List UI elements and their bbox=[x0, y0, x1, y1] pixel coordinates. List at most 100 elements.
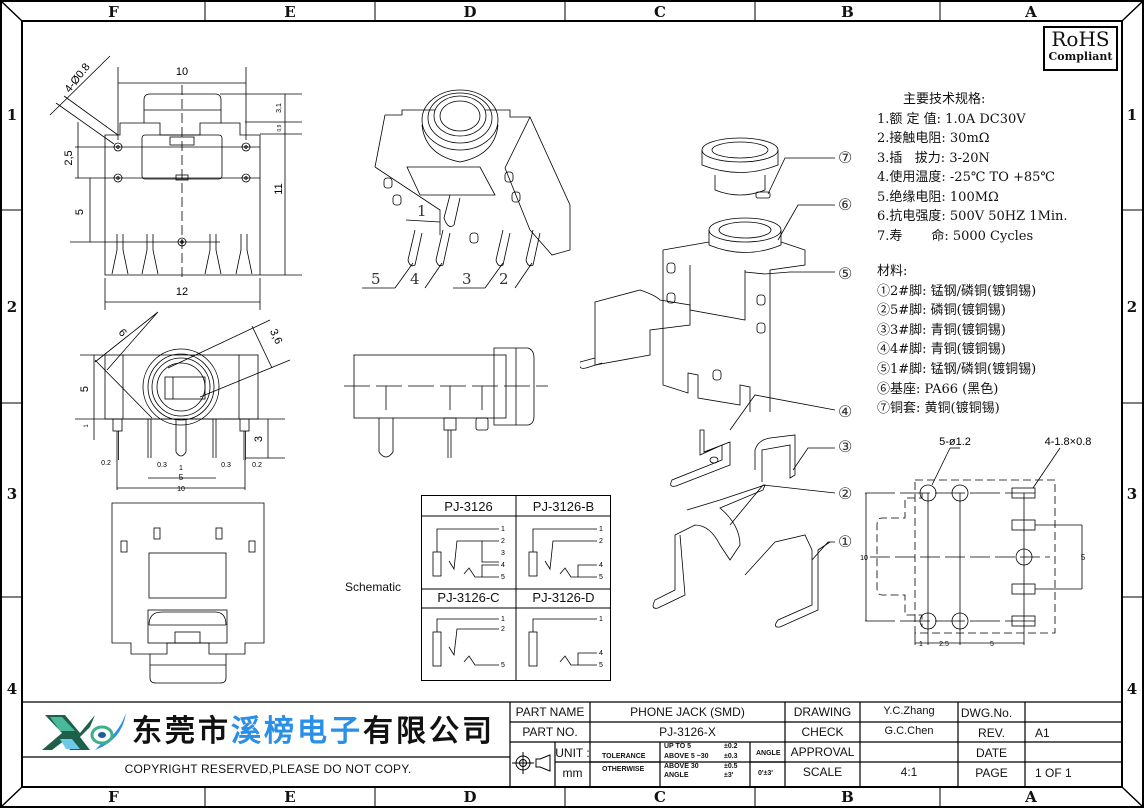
footprint-dim-5b: 5 bbox=[990, 641, 994, 648]
tolerance-range: ABOVE 30 bbox=[664, 763, 699, 770]
footprint-dim-2-5: 2.5 bbox=[939, 641, 949, 648]
side-view-drawing bbox=[344, 347, 548, 458]
zone-col-a-bottom: A bbox=[1025, 788, 1037, 806]
unit-value: mm bbox=[562, 766, 583, 780]
dim-front-3: 3 bbox=[253, 436, 265, 442]
zone-row-1-left: 1 bbox=[6, 106, 18, 124]
iso-pin-label-1: 1 bbox=[417, 202, 427, 220]
schematic-variant-title: PJ-3126-B bbox=[532, 499, 595, 514]
tolerance-label-2: OTHERWISE bbox=[602, 766, 645, 773]
dim-0-9: 0,9 bbox=[277, 124, 283, 131]
zone-col-e-bottom: E bbox=[284, 788, 296, 806]
zone-row-4-right: 4 bbox=[1126, 680, 1138, 698]
dim-holes: 4-Ø0.8 bbox=[63, 61, 93, 95]
tolerance-range: UP TO 5 bbox=[664, 743, 691, 750]
dim-0-3-left: 0.3 bbox=[157, 462, 167, 469]
dim-width-top: 10 bbox=[176, 66, 188, 78]
iso-pin-label-5: 5 bbox=[371, 270, 381, 288]
dim-pin-1: 1 bbox=[179, 465, 183, 472]
date-label: DATE bbox=[975, 746, 1008, 760]
page-label: PAGE bbox=[975, 766, 1008, 780]
zone-col-a-top: A bbox=[1025, 3, 1037, 21]
iso-pin-label-4: 4 bbox=[410, 270, 420, 288]
zone-col-e-top: E bbox=[284, 3, 296, 21]
copyright-notice: COPYRIGHT RESERVED,PLEASE DO NOT COPY. bbox=[124, 762, 412, 776]
callout-5: ⑤ bbox=[838, 264, 853, 283]
rev-value: A1 bbox=[1035, 726, 1050, 740]
tolerance-value: ±3' bbox=[724, 772, 734, 779]
material-item: ②5#脚: 磷铜(镀铜锡) bbox=[877, 303, 1006, 319]
sch-a-pin5: 5 bbox=[501, 574, 505, 581]
zone-row-2-right: 2 bbox=[1126, 298, 1138, 316]
callout-4: ④ bbox=[838, 402, 853, 421]
spec-item: 5.绝缘电阻: 100MΩ bbox=[877, 189, 999, 205]
sch-a-pin2: 2 bbox=[501, 538, 505, 545]
sch-c-pin5: 5 bbox=[501, 662, 505, 669]
schematic-variant-title: PJ-3126-C bbox=[437, 590, 500, 605]
pcb-footprint: 5-ø1.2 4-1.8×0.8 10 5 1 2.5 5 bbox=[860, 436, 1091, 648]
sch-a-pin1: 1 bbox=[501, 526, 505, 533]
tolerance-range: ANGLE bbox=[664, 772, 689, 779]
callout-1: ① bbox=[838, 532, 853, 551]
schematic-pj-3126 bbox=[432, 528, 499, 578]
zone-col-b-top: B bbox=[841, 3, 854, 21]
sch-d-pin5: 5 bbox=[599, 662, 603, 669]
dim-height-11: 11 bbox=[273, 183, 285, 194]
sch-c-pin1: 1 bbox=[501, 616, 505, 623]
check-value: G.C.Chen bbox=[884, 725, 934, 737]
schematic-variant-title: PJ-3126-D bbox=[532, 590, 595, 605]
rohs-badge: RoHS Compliant bbox=[1043, 26, 1118, 71]
schematic-pj-3126-d bbox=[528, 618, 597, 667]
footprint-dim-1: 1 bbox=[919, 641, 923, 648]
top-sleeve bbox=[143, 93, 222, 123]
callout-3: ③ bbox=[838, 437, 853, 456]
materials-title: 材料: bbox=[877, 264, 908, 279]
callout-7: ⑦ bbox=[838, 148, 853, 167]
dim-front-1: 1 bbox=[84, 424, 90, 428]
schematic-label: Schematic bbox=[345, 580, 402, 594]
footprint-dim-10: 10 bbox=[860, 555, 868, 562]
scale-label: SCALE bbox=[802, 765, 843, 779]
part-no-label: PART NO. bbox=[522, 725, 578, 739]
dim-span-10: 10 bbox=[177, 486, 185, 493]
iso-pin-label-2: 2 bbox=[499, 270, 509, 288]
top-pins bbox=[111, 234, 253, 275]
front-view-drawing: 6 3,6 5 1 3 0.2 0.3 1 0.3 0.2 5 10 bbox=[75, 311, 291, 493]
dim-0-3-right: 0.3 bbox=[221, 462, 231, 469]
company-logo bbox=[42, 713, 126, 750]
drawing-label: DRAWING bbox=[793, 705, 852, 719]
isometric-view bbox=[362, 89, 571, 289]
unit-label: UNIT : bbox=[555, 746, 590, 760]
materials-list: 材料: ①2#脚: 锰钢/磷铜(镀铜锡) ②5#脚: 磷铜(镀铜锡) ③3#脚:… bbox=[877, 262, 1036, 419]
zone-col-f-top: F bbox=[108, 3, 119, 21]
zone-row-3-left: 3 bbox=[6, 485, 18, 503]
sch-b-pin1: 1 bbox=[599, 526, 603, 533]
iso-pin-label-3: 3 bbox=[462, 270, 472, 288]
spec-item: 7.寿 命: 5000 Cycles bbox=[877, 228, 1034, 244]
approval-label: APPROVAL bbox=[790, 745, 855, 759]
dim-6: 6 bbox=[116, 327, 129, 340]
top-body-outline bbox=[104, 122, 261, 276]
tolerance-label-1: TOLERANCE bbox=[602, 753, 646, 760]
company-name: 东莞市溪榜电子有限公司 bbox=[132, 706, 495, 750]
zone-col-c-bottom: C bbox=[654, 788, 666, 806]
angle-value: 0'±3' bbox=[758, 770, 773, 777]
check-label: CHECK bbox=[801, 725, 844, 739]
rev-label: REV. bbox=[978, 726, 1005, 740]
schematic-table: 1 2 3 4 5 1 2 4 5 1 2 5 1 4 5 bbox=[421, 495, 611, 681]
material-item: ⑤1#脚: 锰钢/磷铜(镀铜锡) bbox=[877, 361, 1037, 377]
zone-row-1-right: 1 bbox=[1126, 106, 1138, 124]
zone-row-4-left: 4 bbox=[6, 680, 18, 698]
spec-item: 2.接触电阻: 30mΩ bbox=[877, 131, 990, 146]
spec-item: 3.插 拔力: 3-20N bbox=[877, 150, 990, 166]
dim-2-5: 2,5 bbox=[63, 150, 75, 165]
material-item: ③3#脚: 青铜(镀铜锡) bbox=[877, 322, 1006, 338]
material-item: ④4#脚: 青铜(镀铜锡) bbox=[877, 342, 1006, 358]
footprint-holes: 5-ø1.2 bbox=[939, 436, 971, 448]
material-item: ①2#脚: 锰钢/磷铜(镀铜锡) bbox=[877, 283, 1037, 299]
schematic-pj-3126-c bbox=[432, 618, 499, 667]
material-item: ⑥基座: PA66 (黑色) bbox=[877, 381, 999, 397]
dim-0-2-left: 0.2 bbox=[101, 460, 111, 467]
zone-col-d-top: D bbox=[463, 3, 477, 21]
